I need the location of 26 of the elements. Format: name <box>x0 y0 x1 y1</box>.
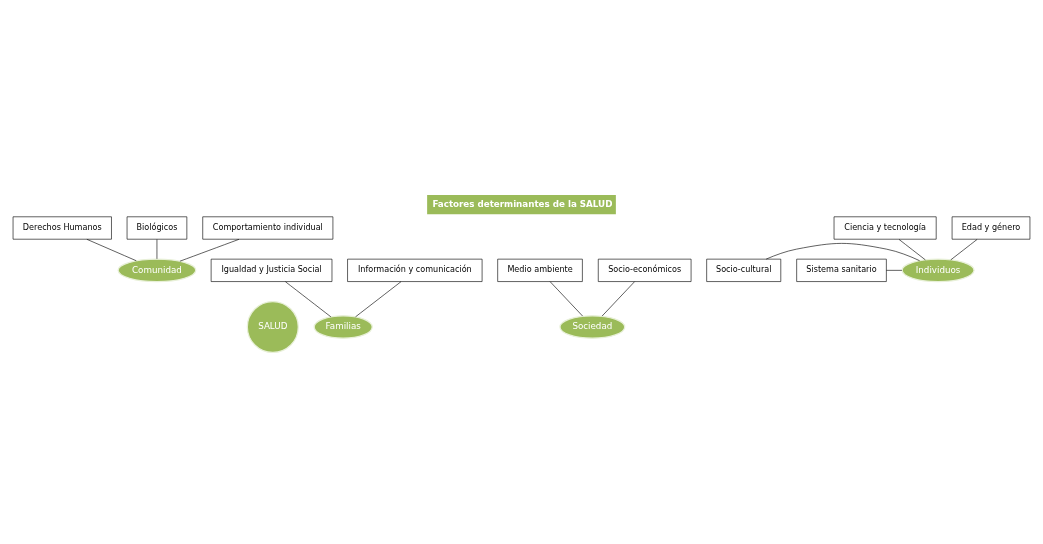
connector <box>179 238 240 262</box>
connector <box>950 238 978 260</box>
connector <box>355 280 402 317</box>
connector <box>285 280 332 317</box>
connector <box>886 269 903 271</box>
node-ellipse: Familias <box>313 314 373 339</box>
node-box: Derechos Humanos <box>12 215 112 239</box>
node-box: Sistema sanitario <box>796 258 887 282</box>
node-ellipse: Individuos <box>901 258 975 282</box>
connector <box>898 238 926 260</box>
connector <box>86 238 137 261</box>
connector <box>765 242 920 261</box>
node-box: Edad y género <box>951 215 1031 239</box>
node-box: Ciencia y tecnología <box>833 215 937 239</box>
node-box: Comportamiento individual <box>202 215 334 239</box>
node-box: Igualdad y Justicia Social <box>210 258 333 282</box>
diagram-title: Factores determinantes de la SALUD <box>432 198 613 209</box>
node-box: Medio ambiente <box>497 258 583 282</box>
node-circle: SALUD <box>246 300 299 353</box>
node-box: Información y comunicación <box>347 258 483 282</box>
connector <box>601 280 635 316</box>
node-box: Socio-cultural <box>706 258 782 282</box>
node-box: Socio-económicos <box>597 258 692 282</box>
node-ellipse: Sociedad <box>559 314 626 339</box>
node-box: Biológicos <box>126 215 188 239</box>
node-ellipse: Comunidad <box>117 258 197 282</box>
